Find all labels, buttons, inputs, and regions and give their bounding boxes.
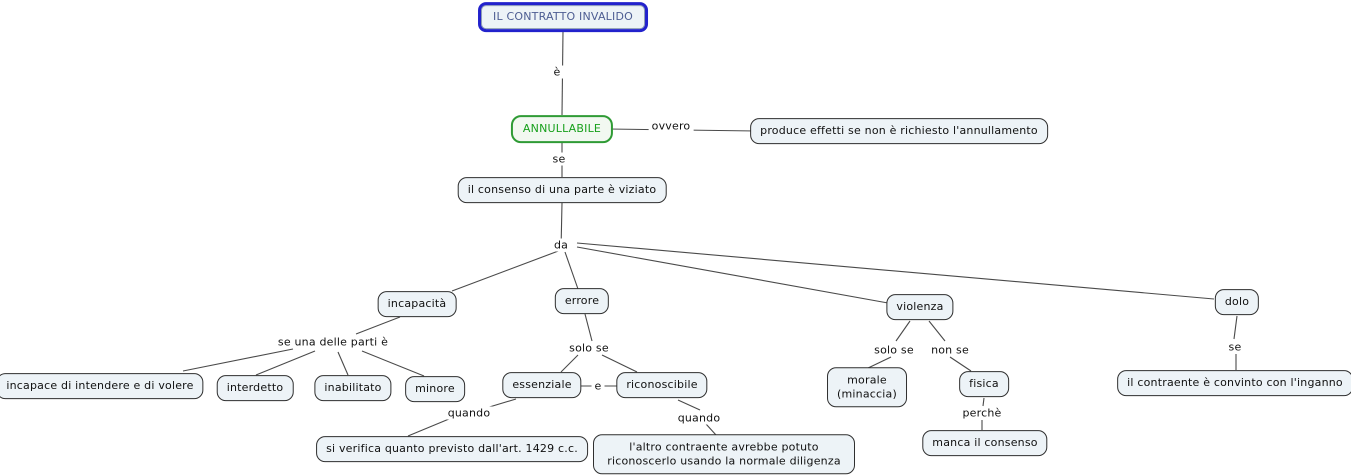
- node-altro-contraente[interactable]: l'altro contraente avrebbe potuto ricono…: [593, 434, 855, 474]
- node-convinto-inganno[interactable]: il contraente è convinto con l'inganno: [1117, 370, 1351, 396]
- node-produce-effetti[interactable]: produce effetti se non è richiesto l'ann…: [750, 118, 1048, 144]
- link-label-perche[interactable]: perchè: [959, 406, 1005, 420]
- node-dolo[interactable]: dolo: [1214, 289, 1260, 315]
- node-consenso-viziato[interactable]: il consenso di una parte è viziato: [457, 177, 667, 203]
- node-il-contratto-invalido[interactable]: IL CONTRATTO INVALIDO: [478, 2, 648, 32]
- link-label-solo-se-errore[interactable]: solo se: [566, 341, 612, 355]
- node-essenziale[interactable]: essenziale: [502, 372, 582, 398]
- node-riconoscibile[interactable]: riconoscibile: [616, 372, 708, 398]
- link-label-e[interactable]: è: [550, 65, 564, 79]
- node-errore[interactable]: errore: [554, 288, 610, 314]
- node-fisica[interactable]: fisica: [959, 371, 1009, 397]
- node-incapace-intendere-volere[interactable]: incapace di intendere e di volere: [0, 373, 204, 399]
- link-label-quando-1[interactable]: quando: [444, 406, 494, 420]
- link-label-quando-2[interactable]: quando: [674, 411, 724, 425]
- link-label-se-una-delle-parti[interactable]: se una delle parti è: [274, 335, 392, 349]
- node-verifica-art-1429[interactable]: si verifica quanto previsto dall'art. 14…: [316, 436, 588, 462]
- node-annullabile[interactable]: ANNULLABILE: [510, 115, 614, 143]
- link-label-e-conj[interactable]: e: [591, 379, 605, 393]
- node-minore[interactable]: minore: [405, 376, 465, 402]
- link-label-ovvero[interactable]: ovvero: [648, 119, 694, 133]
- link-label-non-se[interactable]: non se: [928, 343, 972, 357]
- link-label-solo-se-violenza[interactable]: solo se: [871, 343, 917, 357]
- node-inabilitato[interactable]: inabilitato: [314, 375, 392, 401]
- link-label-da[interactable]: da: [550, 238, 572, 252]
- node-interdetto[interactable]: interdetto: [216, 375, 294, 401]
- node-incapacita[interactable]: incapacità: [377, 291, 457, 317]
- link-label-se[interactable]: se: [549, 152, 569, 166]
- link-label-se-dolo[interactable]: se: [1225, 340, 1245, 354]
- node-manca-consenso[interactable]: manca il consenso: [922, 430, 1048, 456]
- node-violenza[interactable]: violenza: [886, 294, 954, 320]
- node-morale-minaccia[interactable]: morale (minaccia): [827, 367, 907, 407]
